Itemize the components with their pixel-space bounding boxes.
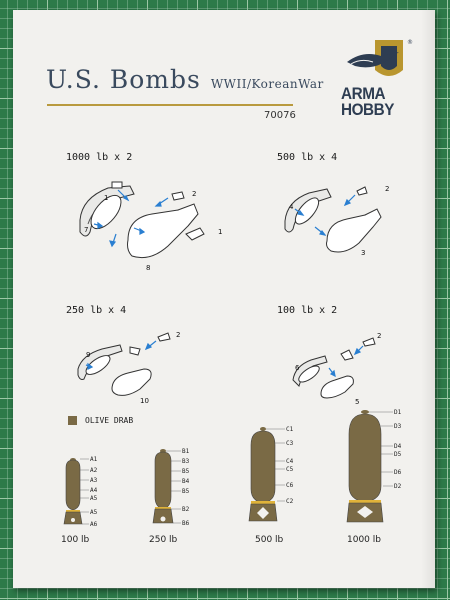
svg-text:D6: D6 bbox=[394, 469, 402, 476]
svg-text:C1: C1 bbox=[286, 426, 294, 433]
svg-text:D3: D3 bbox=[394, 423, 402, 430]
sheet-edge-shade bbox=[421, 10, 435, 588]
svg-text:®: ® bbox=[407, 39, 413, 46]
legend-label: OLIVE DRAB bbox=[85, 416, 134, 425]
svg-text:C2: C2 bbox=[286, 498, 294, 505]
svg-text:A2: A2 bbox=[90, 467, 98, 474]
svg-text:1: 1 bbox=[104, 194, 108, 202]
paint-legend: OLIVE DRAB bbox=[68, 416, 133, 425]
svg-text:A3: A3 bbox=[90, 477, 98, 484]
title-main: U.S. Bombs bbox=[46, 65, 201, 94]
svg-text:B5: B5 bbox=[182, 468, 190, 475]
section-heading-100lb: 100 lb x 2 bbox=[277, 305, 338, 316]
svg-text:B1: B1 bbox=[182, 448, 190, 455]
bomb-label-1000lb: 1000 lb bbox=[347, 535, 381, 545]
bomb-label-500lb: 500 lb bbox=[255, 535, 284, 545]
svg-text:9: 9 bbox=[86, 351, 90, 359]
section-heading-1000lb: 1000 lb x 2 bbox=[66, 152, 133, 163]
instruction-sheet: U.S. Bombs WWII/KoreanWar 70076 ® ARMA HO… bbox=[13, 10, 435, 588]
svg-text:2: 2 bbox=[385, 185, 389, 193]
title-sub: WWII/KoreanWar bbox=[210, 77, 324, 91]
svg-text:C5: C5 bbox=[286, 466, 294, 473]
svg-text:D2: D2 bbox=[394, 483, 402, 490]
svg-text:D1: D1 bbox=[394, 409, 402, 416]
svg-text:10: 10 bbox=[140, 397, 149, 405]
svg-text:4: 4 bbox=[289, 203, 294, 211]
svg-text:6: 6 bbox=[295, 364, 300, 372]
section-heading-500lb: 500 lb x 4 bbox=[277, 152, 338, 163]
svg-text:2: 2 bbox=[176, 331, 180, 339]
svg-text:C3: C3 bbox=[286, 440, 294, 447]
svg-text:1: 1 bbox=[218, 228, 222, 236]
svg-text:B5: B5 bbox=[182, 488, 190, 495]
product-code: 70076 bbox=[264, 110, 296, 121]
brand-line-1: ARMA bbox=[341, 84, 386, 103]
assembly-drawing-250lb: 2 9 10 bbox=[77, 331, 180, 405]
svg-text:2: 2 bbox=[377, 332, 381, 340]
bomb-painted-500lb: C1 C3 C4 C5 C6 C2 bbox=[248, 426, 294, 522]
brand-line-2: HOBBY bbox=[341, 100, 395, 119]
assembly-drawing-500lb: 2 4 3 bbox=[284, 185, 389, 257]
olive-drab-swatch bbox=[68, 416, 77, 425]
bomb-painted-1000lb: D1 D3 D4 D5 D6 D2 bbox=[346, 409, 402, 523]
logo-emblem-icon: ® bbox=[347, 39, 413, 76]
page-title: U.S. Bombs WWII/KoreanWar bbox=[46, 65, 324, 94]
assembly-drawing-100lb: 2 6 5 bbox=[292, 332, 381, 406]
svg-text:C4: C4 bbox=[286, 458, 294, 465]
svg-text:A6: A6 bbox=[90, 521, 98, 528]
svg-text:A5: A5 bbox=[90, 509, 98, 516]
svg-text:B4: B4 bbox=[182, 478, 190, 485]
bomb-label-100lb: 100 lb bbox=[61, 535, 90, 545]
svg-text:5: 5 bbox=[355, 398, 359, 406]
svg-text:3: 3 bbox=[361, 249, 365, 257]
svg-text:B2: B2 bbox=[182, 506, 190, 513]
svg-text:D5: D5 bbox=[394, 451, 402, 458]
svg-text:C6: C6 bbox=[286, 482, 294, 489]
svg-text:B6: B6 bbox=[182, 520, 190, 527]
svg-text:A1: A1 bbox=[90, 456, 98, 463]
arma-hobby-logo: ® ARMA HOBBY bbox=[341, 36, 419, 126]
svg-text:7: 7 bbox=[84, 226, 88, 234]
svg-text:B3: B3 bbox=[182, 458, 190, 465]
svg-text:8: 8 bbox=[146, 264, 150, 270]
bomb-painted-100lb: A1 A2 A3 A4 A5 A5 A6 bbox=[63, 456, 98, 528]
svg-text:A5: A5 bbox=[90, 495, 98, 502]
section-heading-250lb: 250 lb x 4 bbox=[66, 305, 127, 316]
gold-rule bbox=[47, 104, 293, 106]
bomb-painted-250lb: B1 B3 B5 B4 B5 B2 B6 bbox=[152, 448, 190, 527]
svg-text:A4: A4 bbox=[90, 487, 98, 494]
svg-text:2: 2 bbox=[192, 190, 196, 198]
bomb-label-250lb: 250 lb bbox=[149, 535, 178, 545]
svg-text:D4: D4 bbox=[394, 443, 402, 450]
assembly-drawing-1000lb: 1 2 7 1 8 bbox=[79, 181, 222, 270]
